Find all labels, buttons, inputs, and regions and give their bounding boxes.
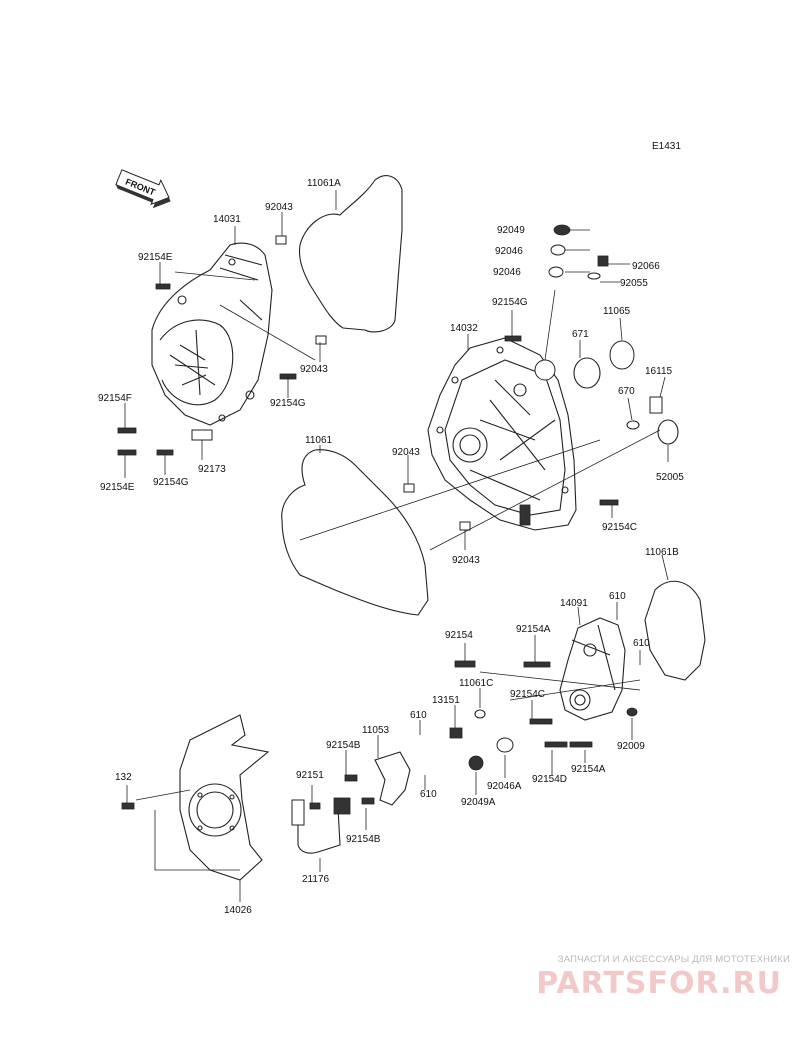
label-11061: 11061 [305,435,333,446]
label-11053: 11053 [362,725,390,736]
label-16115: 16115 [645,366,673,377]
label-92046: 92046 [493,267,521,278]
label-92154A: 92154A [571,764,606,775]
label-92154G: 92154G [270,398,306,409]
label-52005: 52005 [656,472,684,483]
label-92043: 92043 [392,447,420,458]
label-92049: 92049 [497,225,525,236]
gasket-11061A [298,175,403,333]
label-21176: 21176 [302,874,330,885]
label-92154E: 92154E [100,482,135,493]
label-92154A: 92154A [516,624,551,635]
cover-14032 [427,337,577,531]
label-11065: 11065 [603,306,631,317]
label-92173: 92173 [198,464,226,475]
label-92154B: 92154B [346,834,381,845]
label-132: 132 [115,772,132,783]
label-92043: 92043 [300,364,328,375]
label-92066: 92066 [632,261,660,272]
label-610: 610 [420,789,437,800]
label-14032: 14032 [450,323,478,334]
label-92154C: 92154C [510,689,545,700]
gasket-11061 [281,449,429,616]
label-92043: 92043 [452,555,480,566]
cover-14026 [179,714,270,881]
label-92154G: 92154G [492,297,528,308]
label-92151: 92151 [296,770,324,781]
label-92046A: 92046A [487,781,522,792]
label-92154G: 92154G [153,477,189,488]
label-92154C: 92154C [602,522,637,533]
label-92009: 92009 [617,741,645,752]
label-92055: 92055 [620,278,648,289]
switch-21176 [297,805,341,854]
watermark-logo: PARTSFOR.RU [536,966,782,1001]
bracket-11053 [374,751,411,806]
watermark-tagline: ЗАПЧАСТИ И АКСЕССУАРЫ ДЛЯ МОТОТЕХНИКИ [557,954,790,965]
label-92154: 92154 [445,630,473,641]
label-92154E: 92154E [138,252,173,263]
cover-14091 [559,617,626,721]
label-92046: 92046 [495,246,523,257]
small-parts [117,224,679,810]
label-92049A: 92049A [461,797,496,808]
label-670: 670 [618,386,635,397]
label-610: 610 [410,710,427,721]
label-92154F: 92154F [98,393,132,404]
label-92154B: 92154B [326,740,361,751]
label-610: 610 [633,638,650,649]
label-11061B: 11061B [645,547,679,558]
label-14091: 14091 [560,598,588,609]
gasket-11061B [644,580,706,681]
label-11061C: 11061C [459,678,493,689]
label-92043: 92043 [265,202,293,213]
label-14026: 14026 [224,905,252,916]
part-labels: 11061A 92043 14031 92154E 92043 92154G 9… [98,178,684,916]
label-610: 610 [609,591,626,602]
cover-14031 [151,242,273,426]
label-14031: 14031 [213,214,241,225]
label-11061A: 11061A [307,178,341,189]
leader-lines [124,190,669,902]
label-92154D: 92154D [532,774,567,785]
label-13151: 13151 [432,695,460,706]
figure-code: E1431 [652,141,681,152]
label-671: 671 [572,329,589,340]
front-arrow: FRONT [115,169,171,209]
